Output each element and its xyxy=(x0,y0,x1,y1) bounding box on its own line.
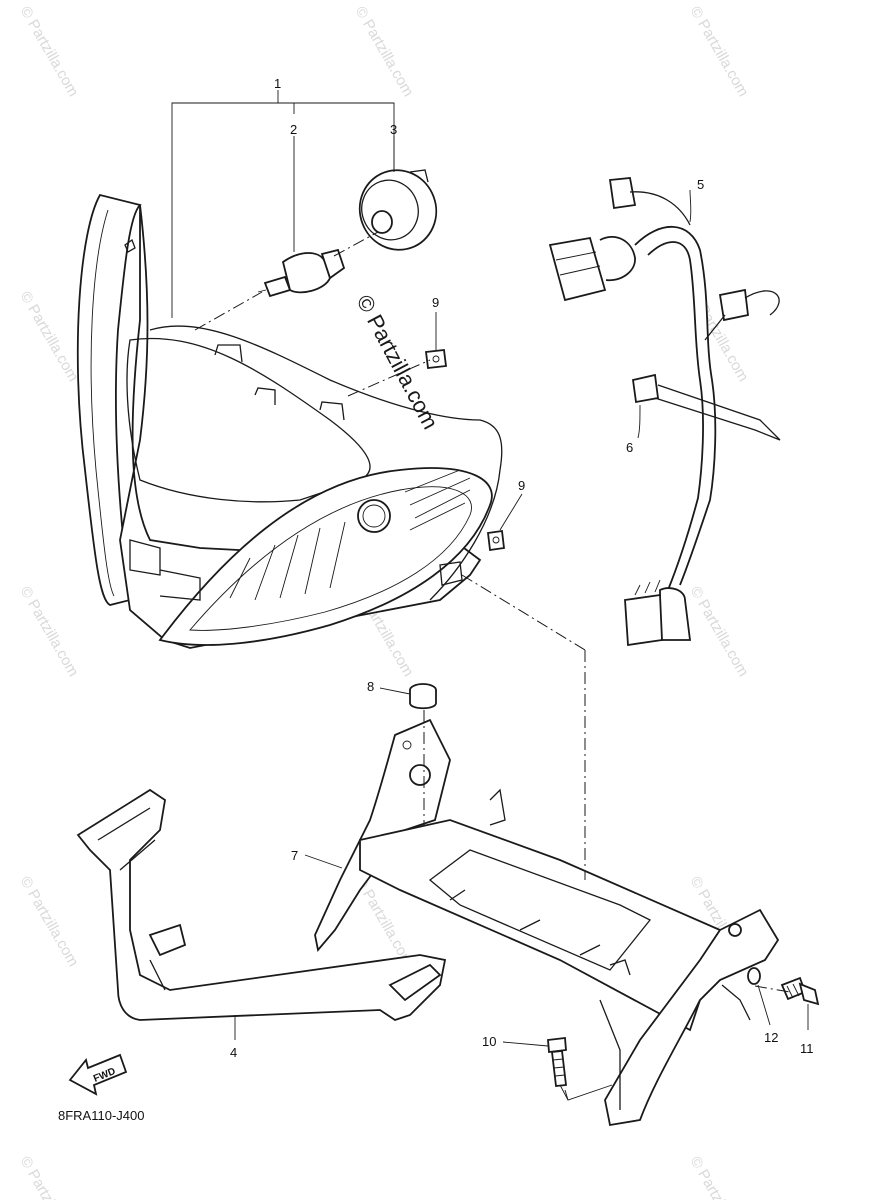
assembly-lines xyxy=(194,231,791,993)
watermark: © Partzilla.com xyxy=(687,584,752,680)
callout-9-lower: 9 xyxy=(518,478,525,493)
headlight-assembly xyxy=(76,193,503,649)
callout-labels: 1 2 3 4 5 6 7 8 9 9 10 11 12 xyxy=(230,76,814,1060)
wire-harness xyxy=(548,177,781,647)
watermark: © Partzilla.com xyxy=(17,584,82,680)
headlight-stay xyxy=(314,718,780,1127)
bolt-11 xyxy=(780,976,820,1006)
fwd-arrow-icon: FWD xyxy=(68,1053,128,1096)
callout-5: 5 xyxy=(697,177,704,192)
diagram-code: 8FRA110-J400 xyxy=(58,1108,144,1123)
callout-8: 8 xyxy=(367,679,374,694)
watermark: © Partzilla.com xyxy=(17,1154,82,1200)
callout-1: 1 xyxy=(274,76,281,91)
watermark: © Partzilla.com xyxy=(687,1154,752,1200)
watermark: © Partzilla.com xyxy=(17,874,82,970)
leader-lines xyxy=(171,90,809,1101)
callout-4: 4 xyxy=(230,1045,237,1060)
damper xyxy=(409,683,437,710)
callout-2: 2 xyxy=(290,122,297,137)
cowling-stay xyxy=(76,788,447,1021)
nut-lower xyxy=(487,529,505,552)
watermark: © Partzilla.com xyxy=(687,4,752,100)
watermark: © Partzilla.com xyxy=(17,4,82,100)
bulb-cover xyxy=(358,169,438,251)
callout-11: 11 xyxy=(800,1041,814,1056)
headlight-bulb xyxy=(257,248,346,298)
callout-10: 10 xyxy=(482,1034,496,1049)
nut-upper xyxy=(424,349,448,369)
callout-9-upper: 9 xyxy=(432,295,439,310)
callout-7: 7 xyxy=(291,848,298,863)
watermark: © Partzilla.com xyxy=(352,4,417,100)
callout-3: 3 xyxy=(390,122,397,137)
callout-12: 12 xyxy=(764,1030,778,1045)
bolt-10 xyxy=(547,1036,568,1087)
callout-6: 6 xyxy=(626,440,633,455)
washer-12 xyxy=(747,967,761,985)
watermark: © Partzilla.com xyxy=(17,289,82,385)
